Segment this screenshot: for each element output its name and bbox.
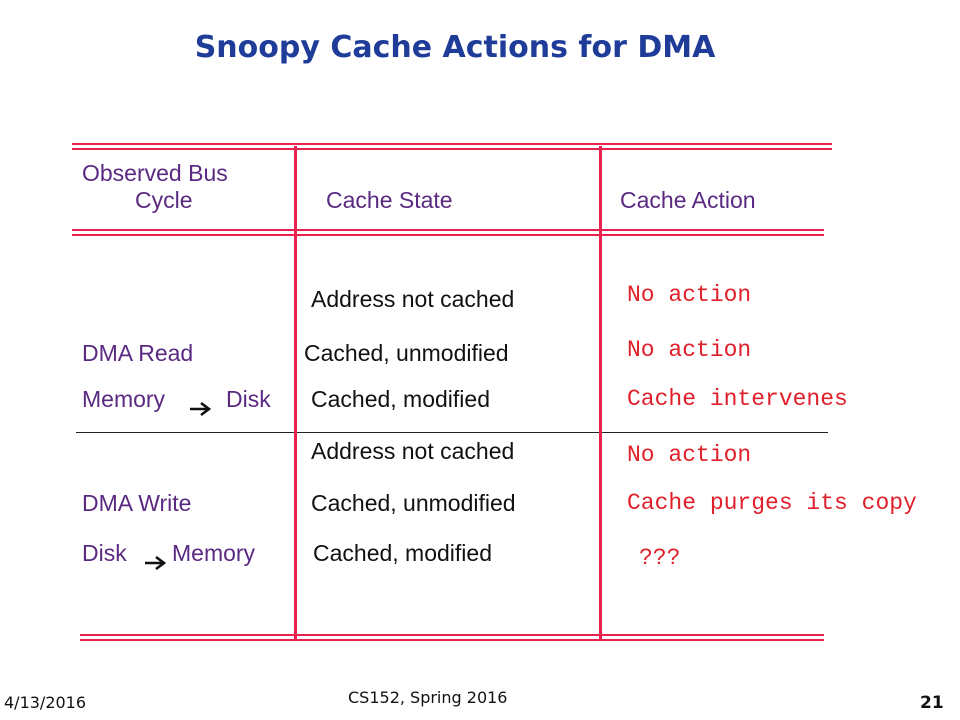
dma-write-to: Memory xyxy=(172,540,256,566)
dma-read-to: Disk xyxy=(226,386,271,412)
table-top-rule-2 xyxy=(72,148,832,150)
column-divider-1 xyxy=(294,146,297,640)
header-cache-state: Cache State xyxy=(326,187,453,213)
read-state-modified: Cached, modified xyxy=(311,386,490,412)
table-bottom-rule-2 xyxy=(80,639,824,641)
header-bottom-rule-1 xyxy=(72,229,824,231)
read-action-modified: Cache intervenes xyxy=(627,386,848,412)
right-arrow-icon xyxy=(145,555,167,571)
column-divider-2 xyxy=(599,146,602,640)
table-bottom-rule-1 xyxy=(80,634,824,636)
section-divider xyxy=(76,432,828,433)
write-state-unmodified: Cached, unmodified xyxy=(311,490,516,516)
header-bus-cycle-line1: Observed Bus xyxy=(82,160,228,186)
page-number: 21 xyxy=(920,693,944,713)
footer-date: 4/13/2016 xyxy=(4,693,87,712)
dma-write-from: Disk xyxy=(82,540,127,566)
dma-read-label: DMA Read xyxy=(82,340,194,366)
write-state-modified: Cached, modified xyxy=(313,540,492,566)
dma-write-label: DMA Write xyxy=(82,490,192,516)
header-bottom-rule-2 xyxy=(72,234,824,236)
slide-title: Snoopy Cache Actions for DMA xyxy=(194,30,716,65)
read-action-not-cached: No action xyxy=(627,282,752,308)
dma-read-from: Memory xyxy=(82,386,166,412)
write-action-modified: ??? xyxy=(639,545,681,571)
read-action-unmodified: No action xyxy=(627,337,752,363)
write-action-not-cached: No action xyxy=(627,442,752,468)
table-top-rule-1 xyxy=(72,143,832,145)
read-state-unmodified: Cached, unmodified xyxy=(304,340,509,366)
footer-course: CS152, Spring 2016 xyxy=(348,688,508,707)
read-state-not-cached: Address not cached xyxy=(311,286,515,312)
write-state-not-cached: Address not cached xyxy=(311,438,515,464)
right-arrow-icon xyxy=(190,401,212,417)
header-cache-action: Cache Action xyxy=(620,187,756,213)
write-action-unmodified: Cache purges its copy xyxy=(627,490,917,516)
header-bus-cycle-line2: Cycle xyxy=(135,187,193,213)
